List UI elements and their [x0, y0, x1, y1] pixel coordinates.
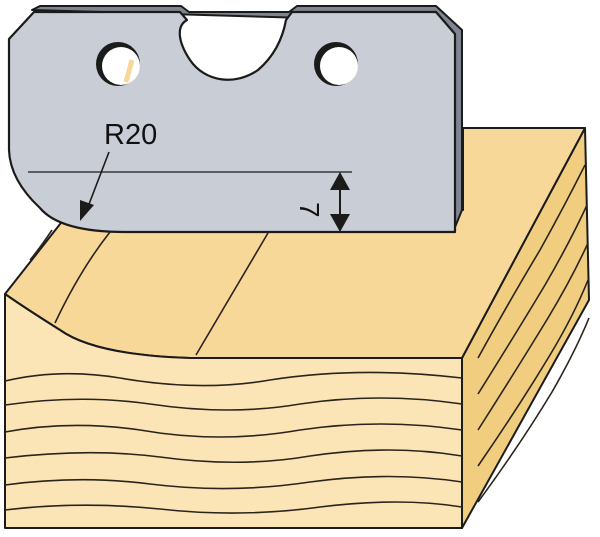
radius-leader-line	[85, 151, 110, 213]
dimension-arrowhead-top	[330, 172, 350, 190]
wood-front-face	[4, 293, 463, 529]
profile-knife	[7, 5, 463, 234]
knife-face	[7, 10, 457, 234]
wood-block	[4, 59, 590, 529]
wood-grain-lines	[4, 371, 463, 514]
knife-hole-right	[314, 42, 358, 86]
depth-label: 7	[294, 202, 325, 218]
radius-arrowhead	[80, 200, 94, 221]
radius-label: R20	[104, 119, 157, 151]
dimension-arrowhead-bottom	[330, 214, 350, 232]
wood-side-grain-lines	[477, 164, 590, 503]
knife-hole-left	[96, 42, 140, 86]
depth-dimension: 7	[294, 172, 350, 232]
radius-annotation: R20	[80, 119, 157, 221]
